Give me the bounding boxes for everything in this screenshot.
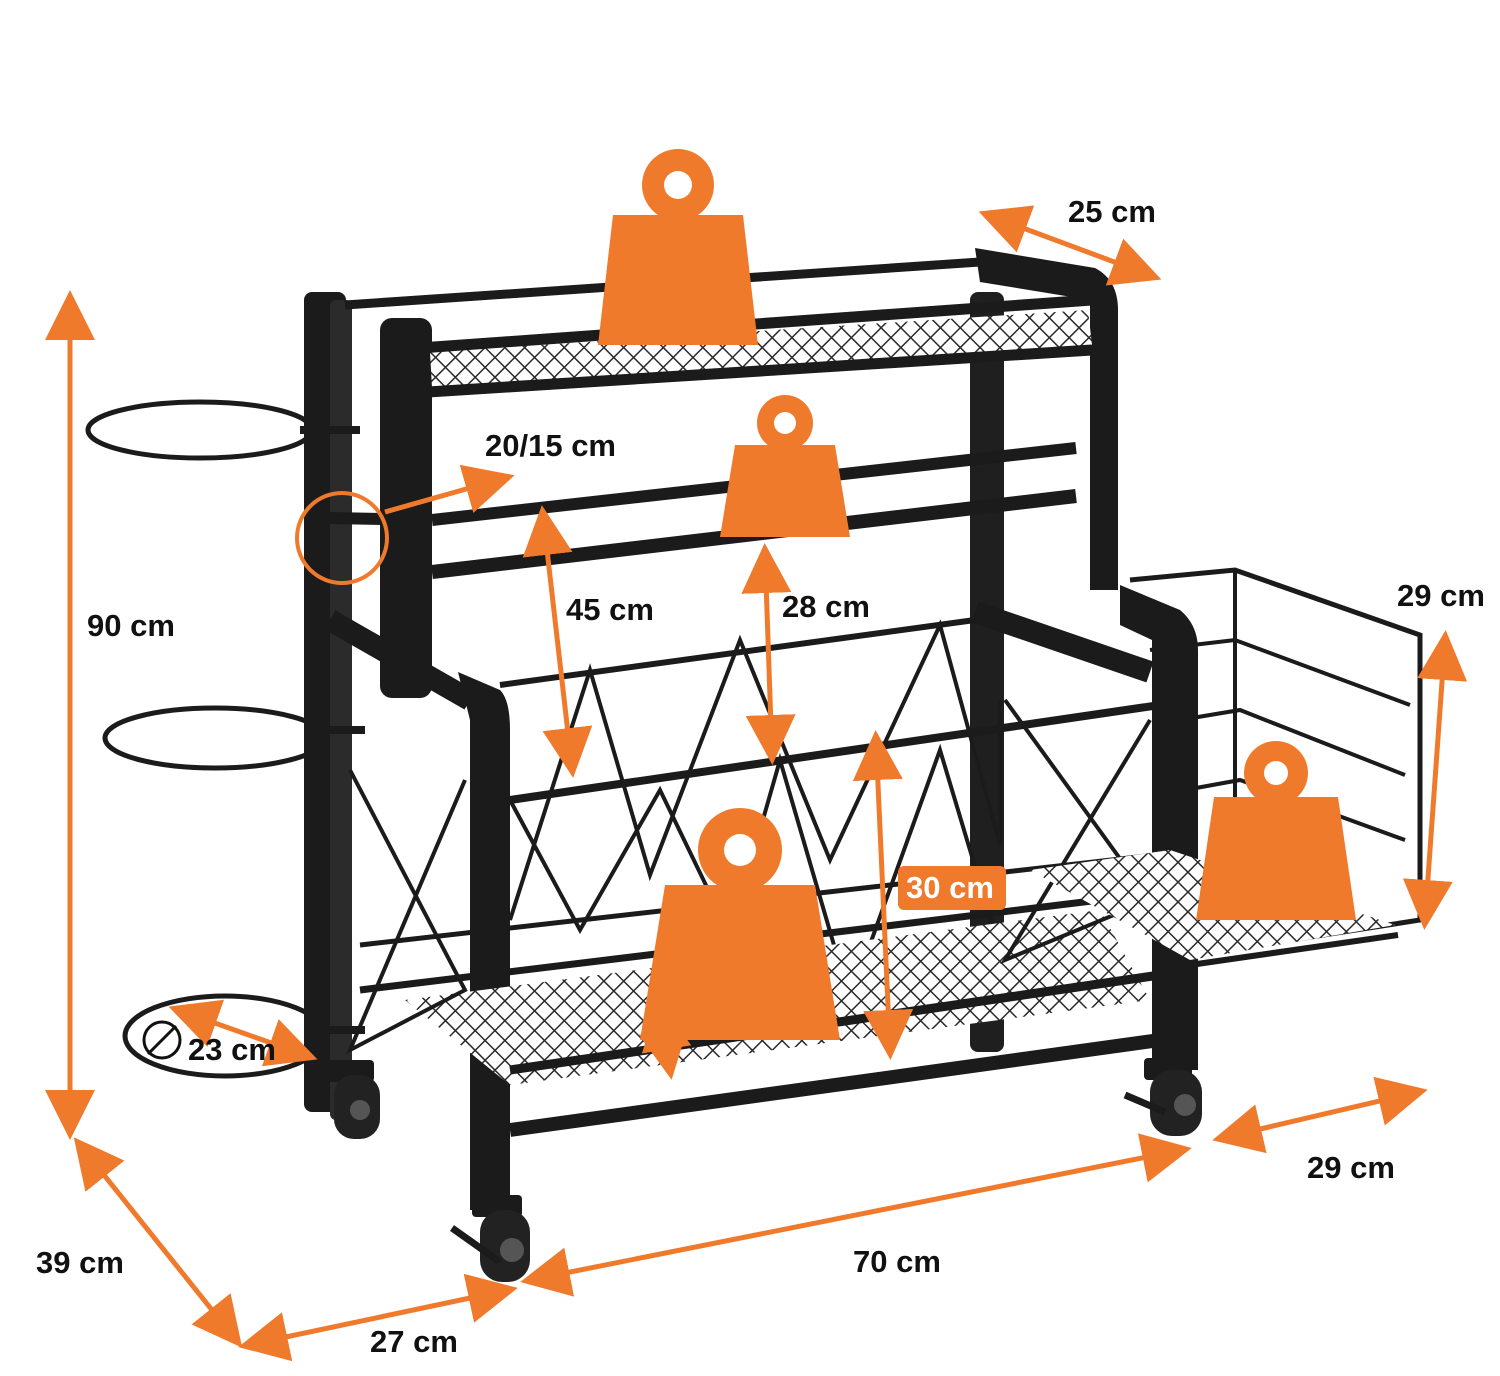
caster-wheel-back-left: [328, 1060, 380, 1139]
arrow-bottom-gap: [852, 730, 914, 1060]
rack-post-back-right: [970, 292, 1004, 1052]
arrow-basket-height: [1402, 630, 1468, 930]
hanging-ring-top: [85, 399, 315, 461]
load-icons: [598, 149, 1356, 1040]
label-bottom-gap: 30 cm: [906, 870, 994, 905]
dimension-labels: 90 cm 39 cm 27 cm 70 cm 29 cm 29 cm 25 c…: [36, 194, 1485, 1359]
top-shelf-mesh: [430, 310, 1092, 388]
label-top-shelf-depth: 25 cm: [1068, 194, 1156, 229]
caster-wheel-front-right: [1123, 1058, 1202, 1136]
lower-front-top-rail: [509, 701, 1161, 804]
adjust-highlight-circle: [295, 491, 389, 585]
hanging-ring-middle: [102, 705, 328, 771]
label-adjustable-height: 20/15 cm: [485, 428, 616, 463]
label-shelf-gap: 28 cm: [782, 589, 870, 624]
arrow-lower-shelf-depth: [638, 1000, 692, 1080]
lower-back-rail: [499, 617, 976, 688]
label-ring-diameter: 23 cm: [188, 1032, 276, 1067]
lower-beam-right: [971, 601, 1154, 683]
arrow-top-shelf-depth: [978, 205, 1162, 286]
arrow-basket-depth: [1212, 1076, 1428, 1154]
rack-post-front-left-lower: [458, 672, 510, 1210]
storage-rack: [85, 248, 1423, 1282]
caster-wheel-front-left: [449, 1195, 530, 1282]
label-basket-height: 29 cm: [1397, 578, 1485, 613]
top-shelf-lower-rail: [427, 344, 1093, 398]
dimension-arrows: [45, 205, 1468, 1362]
arrow-ring-diameter: [168, 999, 318, 1067]
label-basket-depth: 29 cm: [1307, 1150, 1395, 1185]
arrow-shelf-gap: [741, 543, 796, 765]
side-brace-right: [1000, 698, 1154, 965]
arrow-adjustable-pointer: [384, 464, 515, 515]
rack-post-back-left-inner: [330, 300, 352, 1120]
weight-icon: [720, 395, 850, 537]
arrow-middle-gap: [522, 505, 593, 778]
hanging-ring-bottom: [122, 993, 328, 1079]
bottom-shelf-front-beam: [509, 1033, 1161, 1137]
weight-icon: [640, 808, 840, 1040]
lower-beam-left: [324, 610, 476, 710]
label-height-total: 90 cm: [87, 608, 175, 643]
arrow-base-side: [238, 1273, 518, 1362]
label-base-side: 27 cm: [370, 1324, 458, 1359]
label-depth-base: 39 cm: [36, 1245, 124, 1280]
label-middle-gap: 45 cm: [566, 592, 654, 627]
weight-icon: [598, 149, 758, 345]
arrow-depth-base: [73, 1137, 243, 1348]
weight-icon: [1196, 741, 1356, 920]
label-bottom-gap-badge: [898, 866, 1006, 910]
label-width-total: 70 cm: [853, 1244, 941, 1279]
top-shelf-front-rail: [419, 294, 1093, 354]
diameter-icon: [142, 1020, 182, 1060]
side-brace-left: [345, 769, 468, 1055]
arrow-width-total: [520, 1133, 1192, 1297]
